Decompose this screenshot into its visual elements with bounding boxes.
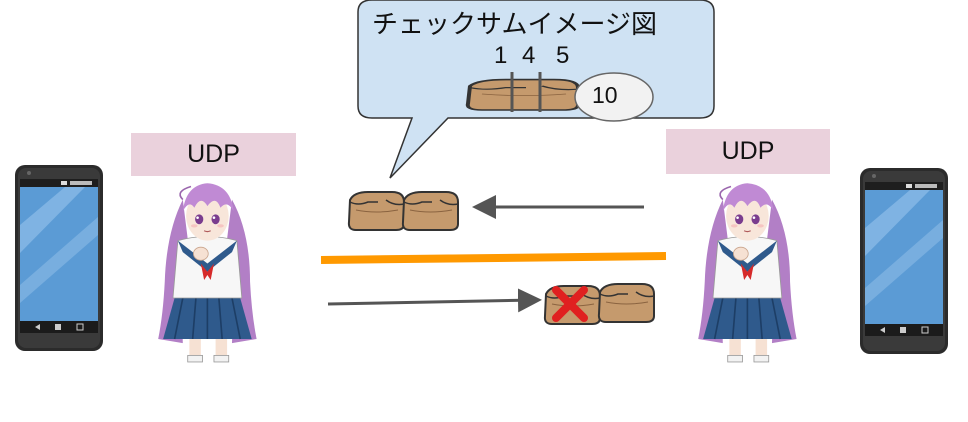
error-x-icon (552, 286, 588, 322)
package-box-icon (465, 77, 580, 112)
character-illustration (697, 182, 798, 363)
divider-line (320, 252, 667, 264)
right-udp-label: UDP (666, 129, 830, 174)
smartphone-icon (859, 167, 949, 355)
bubble-title: チェックサムイメージ図 (372, 10, 657, 40)
bubble-digit: 5 (556, 42, 570, 69)
package-box-icon (401, 191, 459, 231)
arrow-icon (327, 288, 542, 313)
bubble-digit: 4 (522, 42, 536, 69)
left-udp-label: UDP (131, 133, 296, 176)
bubble-digit: 1 (494, 42, 508, 69)
package-box-icon (597, 283, 655, 323)
checksum-value: 10 (592, 82, 618, 108)
smartphone-icon (14, 164, 104, 352)
character-illustration (157, 182, 258, 363)
package-box-icon (347, 191, 405, 231)
checksum-oval (574, 72, 654, 122)
